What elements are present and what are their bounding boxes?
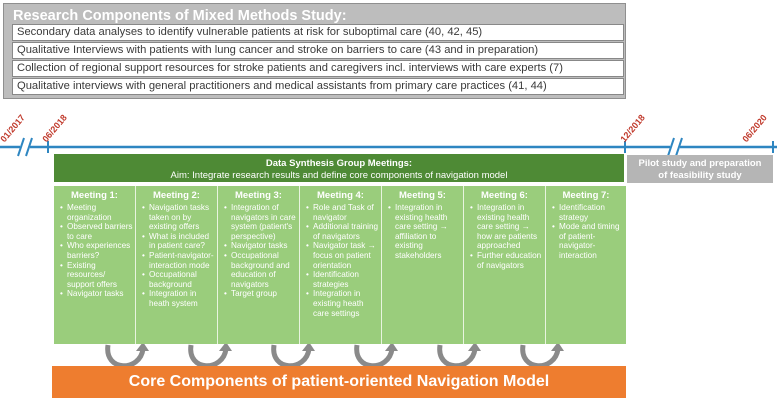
meeting-item: Integration in existing health care sett… [470,203,543,251]
timeline-break-mark [17,137,25,157]
timeline-break-gap-left [20,139,30,155]
cycle-arrow-4-5 [354,344,395,369]
cycle-arrowhead [136,342,149,351]
pilot-line-2: of feasibility study [658,170,742,181]
cycle-arrow-6-7 [520,344,561,369]
cycle-arrowhead [551,342,564,351]
cycle-arrow-3-4 [271,344,312,369]
research-item-secondary-data: Secondary data analyses to identify vuln… [12,24,624,41]
core-components-bar: Core Components of patient-oriented Navi… [52,366,626,398]
meeting-4-card: Meeting 4: Role and Task of navigator Ad… [300,186,382,344]
timeline-break-mark [25,137,33,157]
meeting-title: Meeting 4: [317,190,364,201]
research-title: Research Components of Mixed Methods Stu… [13,8,347,24]
cycle-arrow-1-2 [105,344,146,369]
meeting-item: Identification strategy [552,203,624,222]
meeting-item: Identification strategies [306,270,379,289]
research-item-gp-interviews: Qualitative interviews with general prac… [12,78,624,95]
research-item-patient-interviews: Qualitative Interviews with patients wit… [12,42,624,59]
meeting-3-card: Meeting 3: Integration of navigators in … [218,186,300,344]
meeting-item: Occupational background and education of… [224,251,297,289]
meeting-item: Meeting organization [60,203,133,222]
meeting-item: Observed barriers to care [60,222,133,241]
meeting-title: Meeting 3: [235,190,282,201]
timeline-break-mark [667,137,675,157]
meeting-item: Additional training of navigators [306,222,379,241]
meeting-item: Mode and timing of patient-navigator-int… [552,222,624,260]
timeline-break-gap-right [670,139,680,155]
meeting-title: Meeting 2: [153,190,200,201]
meeting-item: Navigator tasks [224,241,297,251]
meeting-2-card: Meeting 2: Navigation tasks taken on by … [136,186,218,344]
synthesis-title: Data Synthesis Group Meetings: [265,158,413,169]
timeline-break-mark [675,137,683,157]
meeting-item: Navigation tasks taken on by existing of… [142,203,215,232]
meeting-item: Patient-navigator-interaction mode [142,251,215,270]
cycle-arrowhead [385,342,398,351]
meeting-title: Meeting 5: [399,190,446,201]
meeting-1-card: Meeting 1: Meeting organization Observed… [54,186,136,344]
research-item-regional-resources: Collection of regional support resources… [12,60,624,77]
cycle-arrowhead [302,342,315,351]
pilot-study-box: Pilot study and preparation of feasibili… [627,155,773,183]
meeting-item: What is included in patient care? [142,232,215,251]
meeting-item: Target group [224,289,297,299]
meeting-title: Meeting 1: [71,190,118,201]
pilot-line-1: Pilot study and preparation [638,158,762,169]
research-components-box: Research Components of Mixed Methods Stu… [3,3,626,99]
meeting-5-card: Meeting 5: Integration in existing healt… [382,186,464,344]
synthesis-aim: Aim: Integrate research results and defi… [170,170,508,181]
meeting-item: Navigator tasks [60,289,133,299]
meeting-item: Occupational background [142,270,215,289]
meeting-title: Meeting 6: [481,190,528,201]
meeting-title: Meeting 7: [562,190,610,201]
meeting-item: Navigator task → focus on patient orient… [306,241,379,270]
meeting-item: Role and Task of navigator [306,203,379,222]
meeting-item: Integration in existing health care sett… [388,203,461,261]
meeting-item: Integration of navigators in care system… [224,203,297,241]
cycle-arrowhead [219,342,232,351]
meeting-item: Who experiences barriers? [60,241,133,260]
meeting-item: Integration in heath system [142,289,215,308]
meeting-item: Further education of navigators [470,251,543,270]
meeting-6-card: Meeting 6: Integration in existing healt… [464,186,546,344]
cycle-arrowheads [136,342,564,351]
cycle-arrows [105,344,561,369]
meeting-7-card: Meeting 7: Identification strategy Mode … [546,186,626,344]
meeting-item: Integration in existing heath care setti… [306,289,379,318]
meeting-item: Existing resources/ support offers [60,261,133,290]
cycle-arrow-5-6 [437,344,478,369]
synthesis-header: Data Synthesis Group Meetings: Aim: Inte… [54,154,624,182]
cycle-arrowhead [468,342,481,351]
cycle-arrow-2-3 [188,344,229,369]
